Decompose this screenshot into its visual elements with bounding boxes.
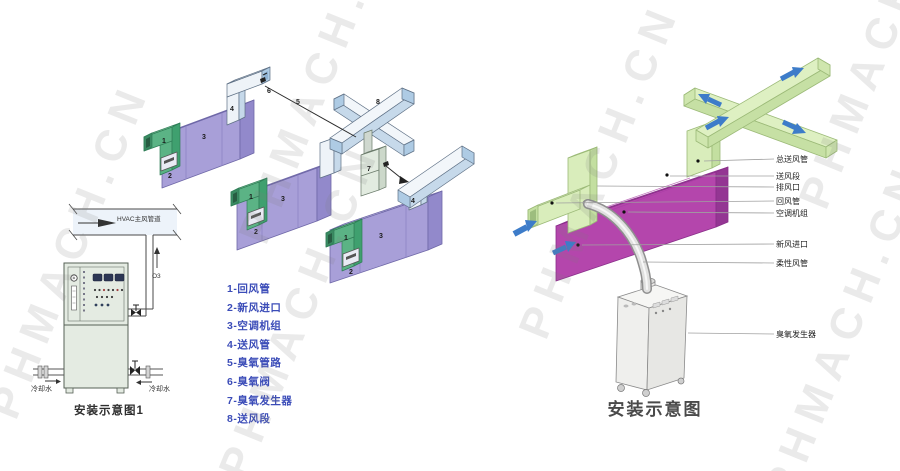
legend-item: 6-臭氧阀 — [227, 375, 271, 388]
num-label: 4 — [230, 106, 234, 113]
num-label: 5 — [296, 99, 300, 106]
ozone-valve-icon — [260, 72, 268, 83]
cooling-pipe-right: 冷却水 — [128, 360, 170, 393]
num-label: 4 — [411, 198, 415, 205]
num-label: 2 — [168, 173, 172, 180]
fresh-air-inlet — [342, 247, 360, 268]
flow-arrow-icon — [56, 379, 61, 384]
leader-lines — [555, 158, 775, 335]
num-label: 3 — [281, 196, 285, 203]
num-label: 6 — [267, 88, 271, 95]
right-diagram-caption: 安装示意图 — [607, 400, 703, 419]
duct-2d-label: HVAC主风管道 — [117, 214, 161, 223]
panel-text-marks — [83, 271, 85, 312]
ozone-generator — [615, 277, 689, 397]
label-return-duct: 回风管 — [776, 196, 800, 206]
num-label: 1 — [249, 194, 253, 201]
supply-duct — [226, 66, 271, 126]
legend-item: 3-空调机组 — [227, 320, 282, 333]
legend-item: 7-臭氧发生器 — [227, 394, 293, 407]
o3-flow-arrow — [154, 247, 160, 268]
ahu-unit-2: 1 2 3 — [230, 134, 342, 251]
supply-duct — [397, 145, 475, 211]
cross-duct: 8 — [329, 87, 415, 157]
num-label: 1 — [344, 235, 348, 242]
arrowhead-icon — [399, 176, 409, 184]
flow-arrow-icon — [98, 219, 116, 227]
legend-item: 2-新风进口 — [227, 301, 282, 314]
fresh-air-inlet — [160, 151, 178, 172]
label-flexible-duct: 柔性风管 — [776, 258, 808, 268]
legend-item: 4-送风管 — [227, 338, 271, 351]
label-exhaust-outlet: 排风口 — [776, 182, 800, 192]
num-label: 2 — [254, 229, 258, 236]
num-label: 3 — [379, 233, 383, 240]
airflow-arrow-icon — [512, 220, 576, 256]
panel-displays — [92, 273, 125, 282]
num-label: 8 — [376, 99, 380, 106]
ozone-valve-icon — [383, 161, 389, 167]
cooling-water-label: 冷却水 — [149, 384, 170, 393]
label-ozone-generator: 臭氧发生器 — [776, 329, 816, 339]
panel-indicator-lights — [93, 288, 124, 307]
num-label: 3 — [202, 134, 206, 141]
caster-wheels — [617, 377, 685, 397]
num-label: 1 — [162, 138, 166, 145]
right-diagram: 总送风管 送风段 排风口 回风管 空调机组 新风进口 柔性风管 臭氧发生器 — [512, 57, 838, 397]
left-diagram-caption: 安装示意图1 — [74, 405, 144, 417]
cooling-pipe-left: 冷却水 — [31, 365, 64, 393]
ahu-unit-1: 1 2 3 4 6 — [143, 66, 271, 189]
flexible-duct-hose — [582, 199, 652, 294]
generator-controls — [623, 295, 679, 315]
left-diagram: 1 2 3 4 6 — [31, 66, 475, 394]
airflow-arrow-icon — [698, 67, 806, 134]
label-main-supply-duct: 总送风管 — [776, 154, 808, 164]
hvac-duct-2d: HVAC主风管道 O3 — [68, 203, 182, 317]
legend-item: 5-臭氧管路 — [227, 357, 282, 370]
ozone-generator-mini: 7 — [360, 129, 389, 197]
o3-label: O3 — [152, 273, 161, 280]
return-air-duct — [527, 146, 598, 234]
label-fresh-air-inlet: 新风进口 — [776, 239, 808, 249]
pipe-valve-icon — [131, 304, 141, 316]
num-label: 7 — [367, 166, 371, 173]
ahu-unit-3: 1 2 3 4 — [325, 145, 475, 284]
legend-list: 1-回风管 2-新风进口 3-空调机组 4-送风管 5-臭氧管路 6-臭氧阀 7… — [227, 280, 292, 429]
num-label: 2 — [349, 269, 353, 276]
ozone-pipeline: 5 — [264, 85, 409, 184]
main-supply-cross-duct — [683, 57, 838, 159]
cooling-water-label: 冷却水 — [31, 384, 52, 393]
leader-dots — [550, 159, 700, 247]
label-ahu: 空调机组 — [776, 208, 808, 218]
flowmeter-icon — [71, 285, 77, 311]
label-supply-section: 送风段 — [776, 171, 800, 181]
pipe-valve-icon — [130, 360, 140, 375]
legend-item: 1-回风管 — [227, 283, 271, 295]
flow-arrow-icon — [136, 380, 141, 385]
fresh-air-inlet — [247, 206, 265, 227]
control-cabinet — [63, 262, 129, 394]
legend-item: 8-送风段 — [227, 413, 271, 426]
